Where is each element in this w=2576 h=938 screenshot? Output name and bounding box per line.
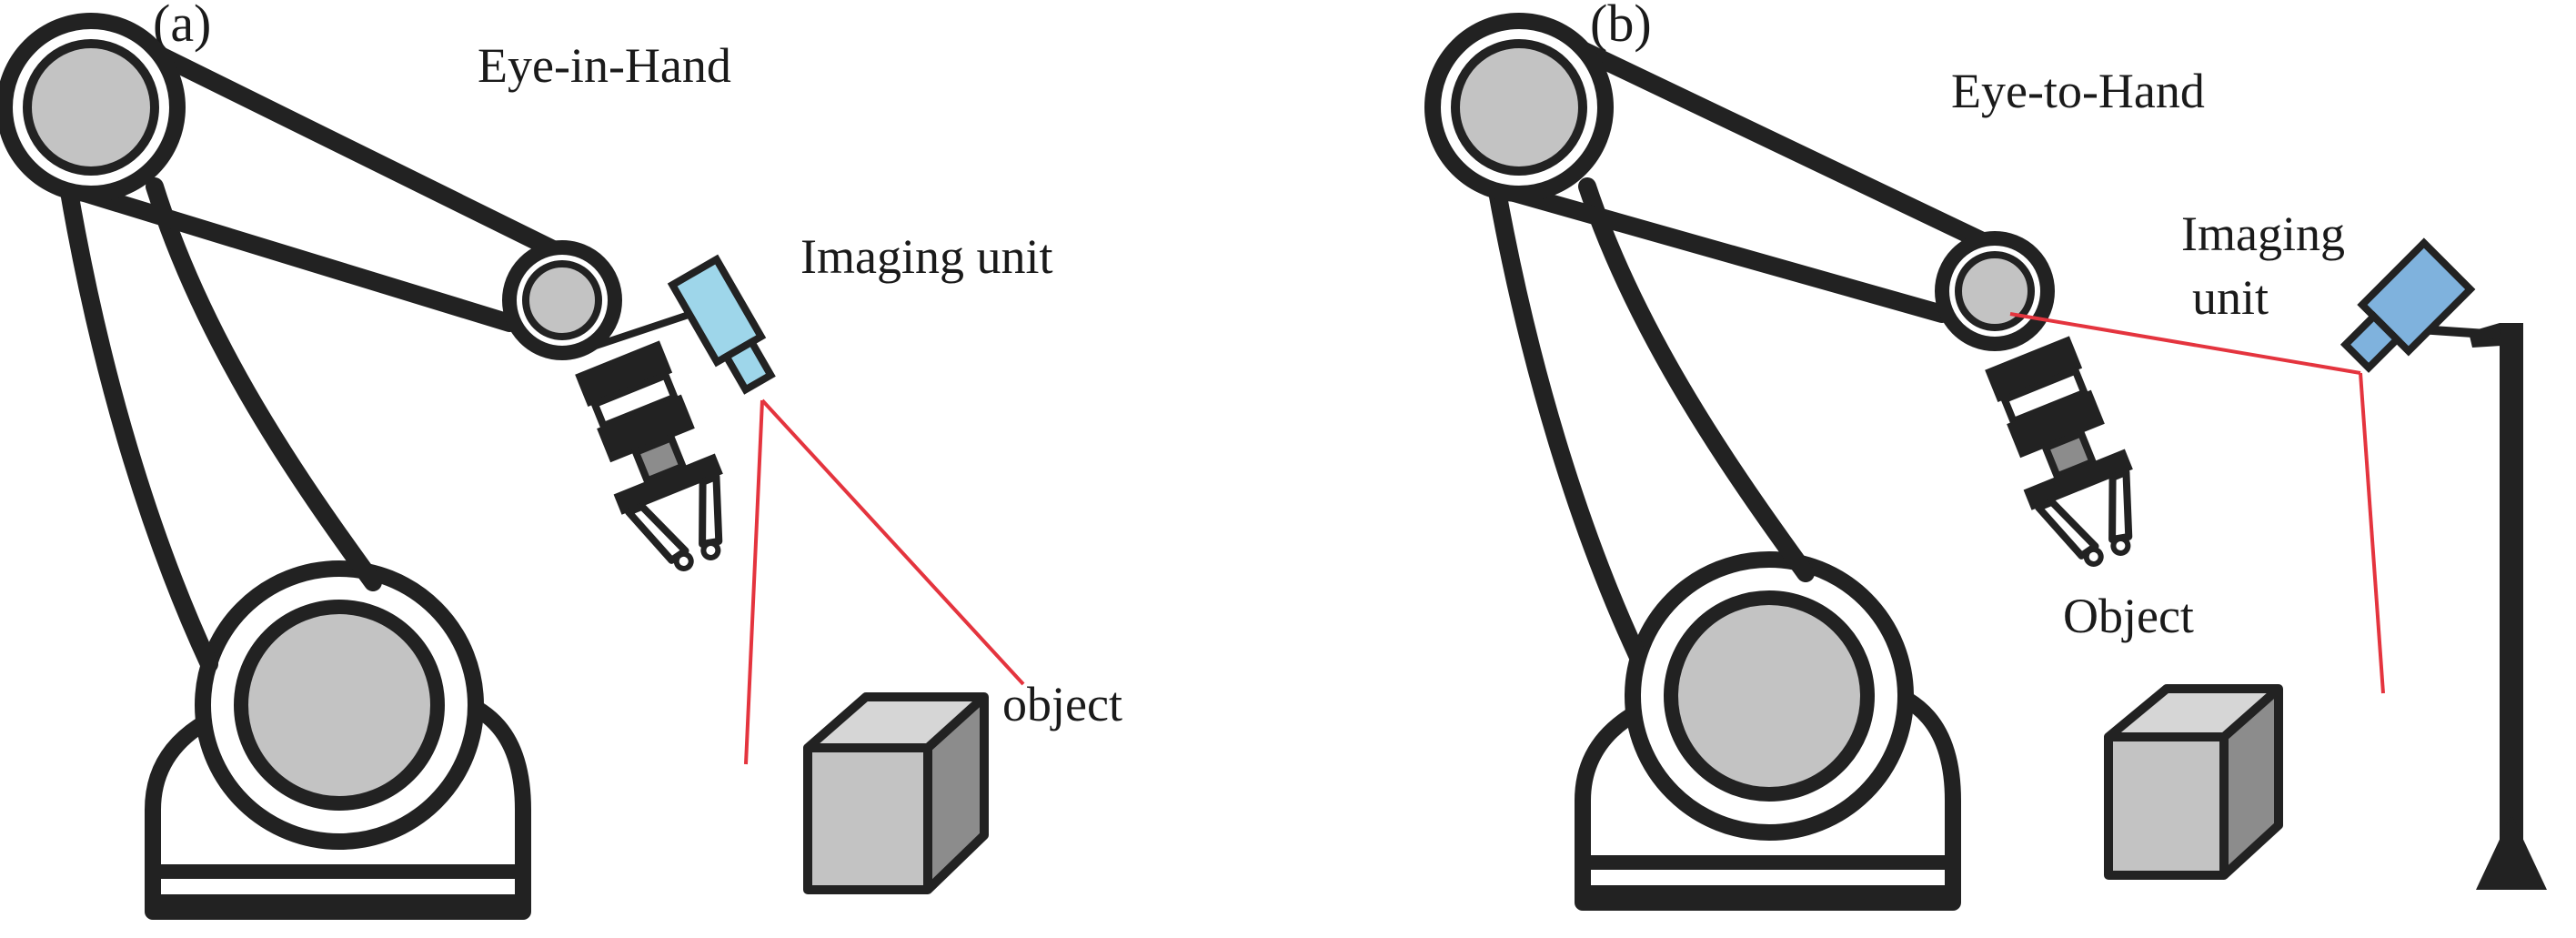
camera-a bbox=[667, 254, 776, 395]
panel-a-label: (a) bbox=[153, 0, 211, 53]
panel-a-camera-label: Imaging unit bbox=[800, 229, 1052, 284]
panel-b-camera-label-line2: unit bbox=[2192, 270, 2269, 325]
shoulder-joint-b bbox=[1424, 13, 1614, 202]
gripper-b bbox=[1985, 336, 2133, 567]
panel-b-title: Eye-to-Hand bbox=[1951, 64, 2205, 118]
lower-arm-a bbox=[59, 177, 382, 673]
lower-arm-b bbox=[1487, 177, 1815, 664]
object-cube-b bbox=[2104, 684, 2283, 880]
robot-base-b bbox=[1575, 551, 1961, 911]
object-cube-a bbox=[803, 692, 989, 894]
panel-a-object-label: object bbox=[1002, 677, 1122, 731]
upper-arm-a bbox=[55, 35, 573, 332]
robot-base-a bbox=[145, 560, 531, 920]
camera-b bbox=[2340, 237, 2476, 373]
wrist-joint-a bbox=[502, 240, 622, 360]
camera-mount-a bbox=[594, 310, 693, 349]
gripper-a bbox=[575, 340, 723, 571]
rays-a bbox=[744, 398, 1025, 765]
panel-b-camera-label-line1: Imaging bbox=[2181, 207, 2345, 261]
camera-stand-b bbox=[2419, 323, 2547, 890]
upper-arm-b bbox=[1483, 35, 2001, 323]
rays-b bbox=[2009, 312, 2385, 694]
panel-a: (a) Eye-in-Hand bbox=[0, 0, 1122, 920]
shoulder-joint-a bbox=[0, 13, 186, 202]
panel-b: (b) Eye-to-Hand bbox=[1424, 0, 2547, 911]
panel-b-object-label: Object bbox=[2063, 589, 2194, 643]
wrist-joint-b bbox=[1935, 231, 2055, 351]
panel-a-title: Eye-in-Hand bbox=[478, 38, 731, 93]
panel-b-label: (b) bbox=[1590, 0, 1652, 53]
